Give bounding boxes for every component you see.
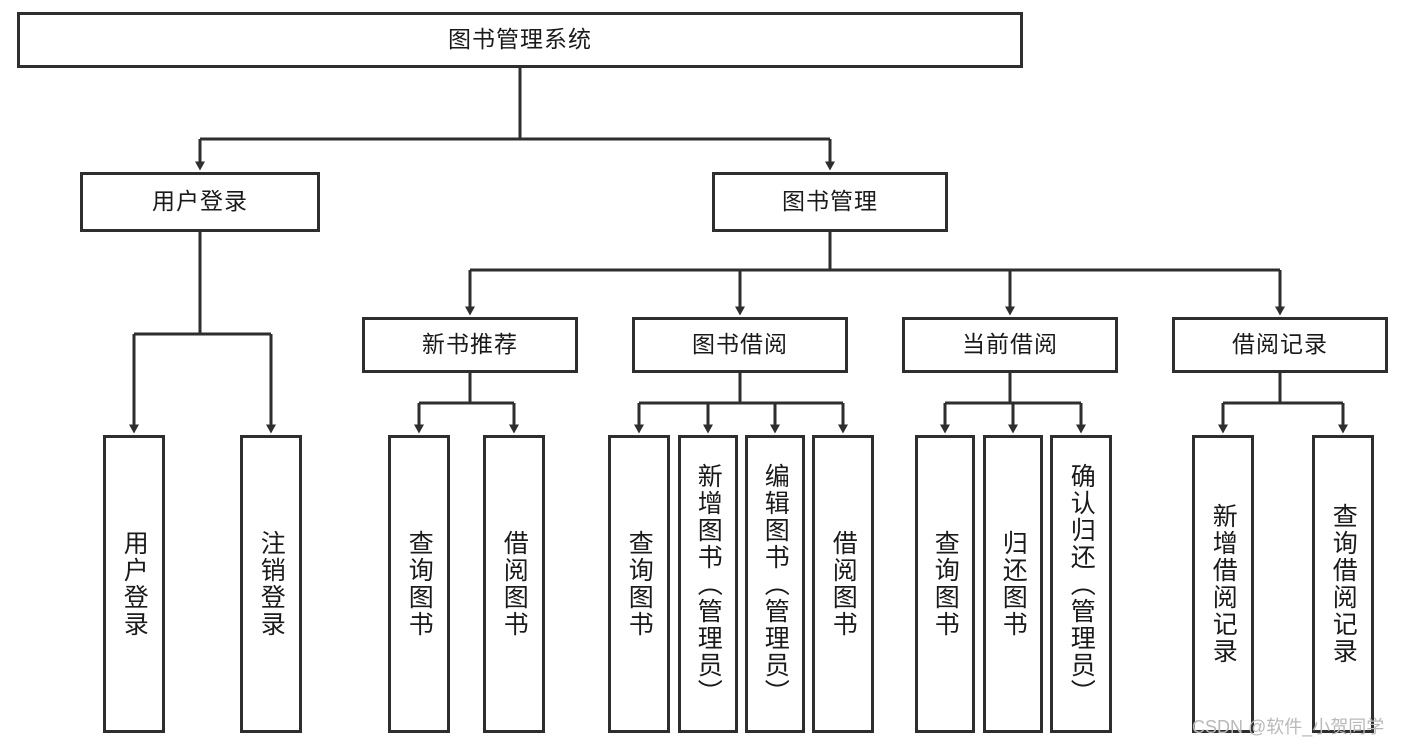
node-leaf-1[interactable]: 注销登录 [240, 435, 302, 733]
node-label: 图书管理 [782, 188, 878, 215]
node-leaf-10[interactable]: 确认归还（管理员） [1050, 435, 1112, 733]
node-leaf-5[interactable]: 新增图书（管理员） [678, 435, 738, 733]
node-label: 确认归还（管理员） [1067, 462, 1096, 706]
node-label: 查询图书 [405, 530, 434, 638]
node-label: 图书借阅 [692, 331, 788, 358]
node-label: 新增图书（管理员） [694, 462, 723, 706]
node-leaf-0[interactable]: 用户登录 [103, 435, 165, 733]
node-level2-2[interactable]: 当前借阅 [902, 317, 1118, 373]
node-label: 借阅图书 [500, 530, 529, 638]
node-leaf-12[interactable]: 查询借阅记录 [1312, 435, 1374, 733]
node-level2-3[interactable]: 借阅记录 [1172, 317, 1388, 373]
node-level2-1[interactable]: 图书借阅 [632, 317, 848, 373]
node-leaf-8[interactable]: 查询图书 [915, 435, 975, 733]
node-leaf-4[interactable]: 查询图书 [608, 435, 670, 733]
node-root-图书管理系统[interactable]: 图书管理系统 [17, 12, 1023, 68]
node-label: 归还图书 [999, 530, 1028, 638]
node-label: 当前借阅 [962, 331, 1058, 358]
watermark: CSDN @软件_小贺同学 [1192, 717, 1385, 737]
node-level1-0[interactable]: 用户登录 [80, 172, 320, 232]
node-leaf-6[interactable]: 编辑图书（管理员） [745, 435, 805, 733]
node-leaf-2[interactable]: 查询图书 [388, 435, 450, 733]
node-leaf-9[interactable]: 归还图书 [983, 435, 1043, 733]
node-label: 编辑图书（管理员） [761, 462, 790, 706]
node-level2-0[interactable]: 新书推荐 [362, 317, 578, 373]
node-label: 用户登录 [152, 188, 248, 215]
node-label: 注销登录 [257, 530, 286, 638]
node-label: 图书管理系统 [448, 26, 592, 53]
node-leaf-11[interactable]: 新增借阅记录 [1192, 435, 1254, 733]
node-label: 借阅图书 [829, 530, 858, 638]
node-leaf-7[interactable]: 借阅图书 [812, 435, 874, 733]
node-label: 用户登录 [120, 530, 149, 638]
node-label: 新书推荐 [422, 331, 518, 358]
node-label: 新增借阅记录 [1209, 503, 1238, 665]
node-label: 借阅记录 [1232, 331, 1328, 358]
node-leaf-3[interactable]: 借阅图书 [483, 435, 545, 733]
node-level1-1[interactable]: 图书管理 [712, 172, 948, 232]
node-label: 查询图书 [931, 530, 960, 638]
node-label: 查询借阅记录 [1329, 503, 1358, 665]
node-label: 查询图书 [625, 530, 654, 638]
